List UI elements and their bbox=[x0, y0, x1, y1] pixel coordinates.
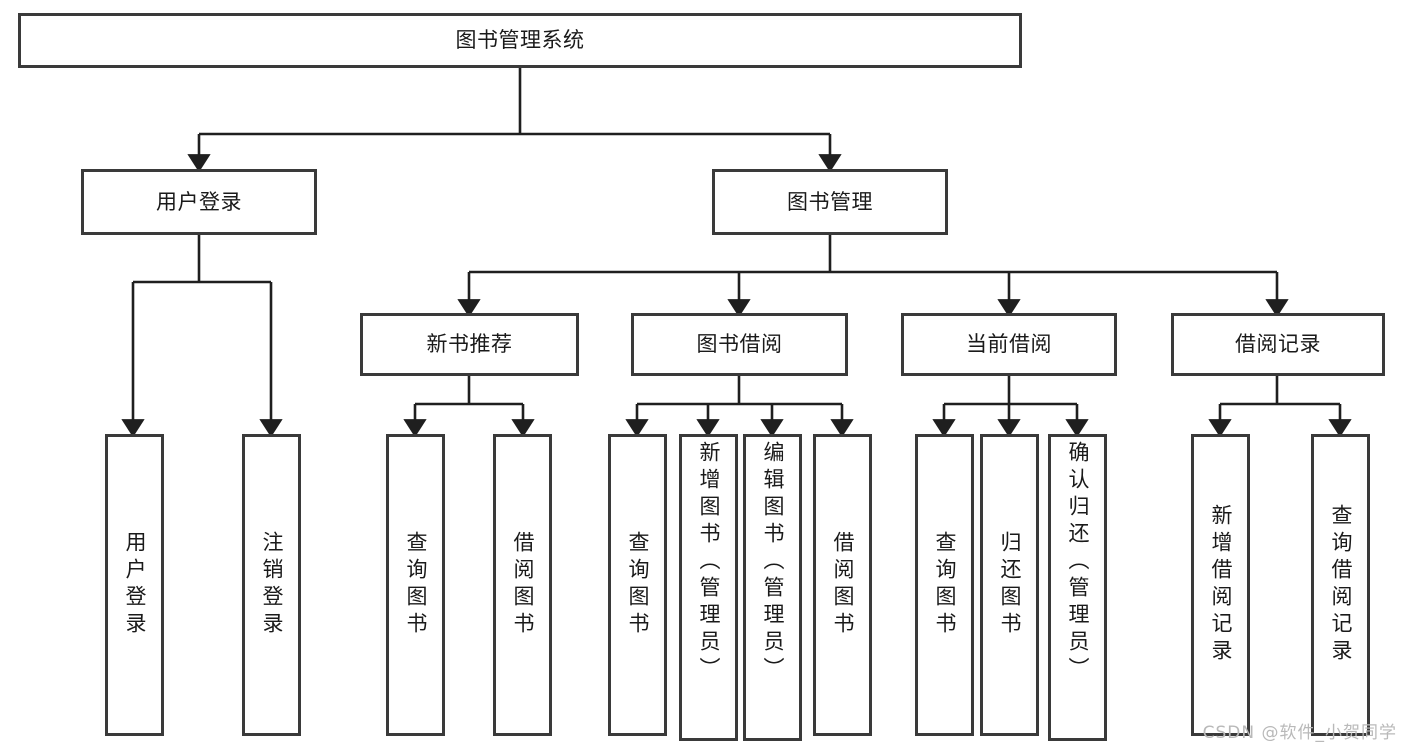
leaf-label: 借阅图书 bbox=[831, 531, 855, 639]
leaf-borrow-add-book[interactable]: 新增图书（管理员） bbox=[679, 434, 738, 741]
leaf-label: 用户登录 bbox=[123, 531, 147, 639]
leaf-label: 查询图书 bbox=[933, 531, 957, 639]
watermark: CSDN @软件_小贺同学 bbox=[1202, 723, 1397, 743]
node-user-login-label: 用户登录 bbox=[156, 189, 242, 214]
leaf-current-confirm-return[interactable]: 确认归还（管理员） bbox=[1048, 434, 1107, 741]
leaf-record-query[interactable]: 查询借阅记录 bbox=[1311, 434, 1370, 736]
node-borrow-record-label: 借阅记录 bbox=[1235, 332, 1321, 357]
leaf-borrow-borrow-book[interactable]: 借阅图书 bbox=[813, 434, 872, 736]
leaf-label: 编辑图书（管理员） bbox=[761, 441, 785, 684]
node-new-book-recommend-label: 新书推荐 bbox=[426, 332, 513, 357]
leaf-label: 查询图书 bbox=[404, 531, 428, 639]
leaf-label: 归还图书 bbox=[998, 531, 1022, 639]
leaf-borrow-edit-book[interactable]: 编辑图书（管理员） bbox=[743, 434, 802, 741]
leaf-current-query-book[interactable]: 查询图书 bbox=[915, 434, 974, 736]
leaf-new-book-borrow[interactable]: 借阅图书 bbox=[493, 434, 552, 736]
leaf-label: 查询图书 bbox=[626, 531, 650, 639]
leaf-user-login-signout[interactable]: 注销登录 bbox=[242, 434, 301, 736]
node-current-borrow[interactable]: 当前借阅 bbox=[901, 313, 1117, 376]
node-root[interactable]: 图书管理系统 bbox=[18, 13, 1022, 68]
node-user-login[interactable]: 用户登录 bbox=[81, 169, 317, 235]
leaf-borrow-query-book[interactable]: 查询图书 bbox=[608, 434, 667, 736]
leaf-record-add[interactable]: 新增借阅记录 bbox=[1191, 434, 1250, 736]
leaf-label: 确认归还（管理员） bbox=[1066, 441, 1090, 684]
leaf-label: 新增图书（管理员） bbox=[697, 441, 721, 684]
node-borrow-record[interactable]: 借阅记录 bbox=[1171, 313, 1385, 376]
leaf-current-return-book[interactable]: 归还图书 bbox=[980, 434, 1039, 736]
node-current-borrow-label: 当前借阅 bbox=[966, 332, 1052, 357]
leaf-new-book-query[interactable]: 查询图书 bbox=[386, 434, 445, 736]
node-book-management-label: 图书管理 bbox=[787, 189, 873, 214]
node-book-management[interactable]: 图书管理 bbox=[712, 169, 948, 235]
leaf-user-login-signin[interactable]: 用户登录 bbox=[105, 434, 164, 736]
node-root-label: 图书管理系统 bbox=[455, 28, 585, 53]
leaf-label: 查询借阅记录 bbox=[1329, 504, 1353, 666]
node-book-borrow-label: 图书借阅 bbox=[696, 332, 783, 357]
node-new-book-recommend[interactable]: 新书推荐 bbox=[360, 313, 579, 376]
leaf-label: 注销登录 bbox=[260, 531, 284, 639]
node-book-borrow[interactable]: 图书借阅 bbox=[631, 313, 848, 376]
leaf-label: 借阅图书 bbox=[511, 531, 535, 639]
leaf-label: 新增借阅记录 bbox=[1209, 504, 1233, 666]
